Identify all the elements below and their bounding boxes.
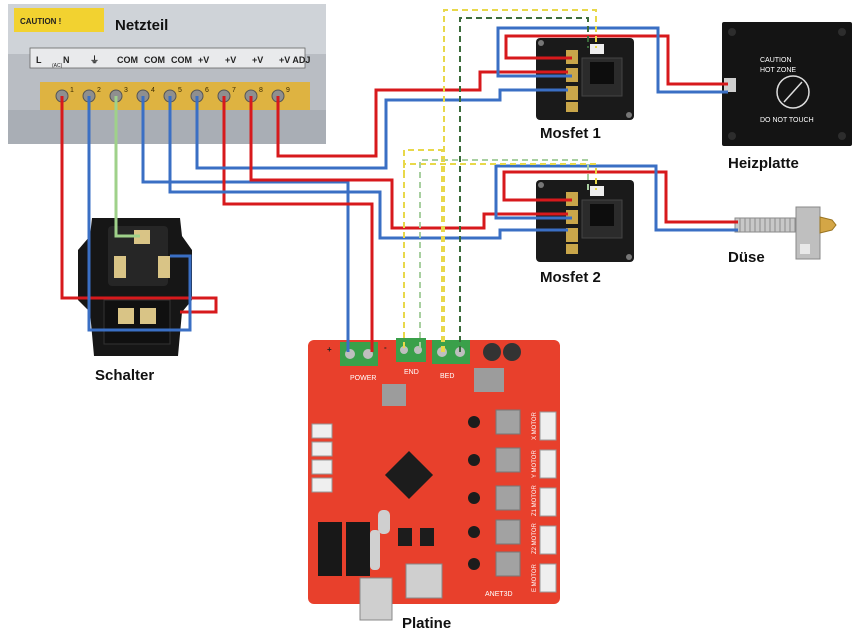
- stepper-driver-heatsink: [495, 551, 521, 577]
- board-bed-label: BED: [440, 373, 454, 380]
- board-brand: ANET3D: [485, 591, 513, 598]
- wire-mosfet1-minus: [195, 88, 568, 170]
- label-schalter: Schalter: [95, 367, 154, 384]
- board-motor-label: Y MOTOR: [532, 450, 538, 478]
- psu-terminal-label: +V ADJ: [279, 55, 310, 65]
- label-mosfet-1: Mosfet 1: [540, 125, 601, 142]
- board-motor-label: Z1 MOTOR: [532, 484, 538, 516]
- heatbed-do-not-touch: DO NOT TOUCH: [760, 117, 814, 124]
- stepper-driver-heatsink: [495, 485, 521, 511]
- psu-ac-mark: (AC): [52, 63, 63, 69]
- wire-mosfet2-plus: [249, 96, 568, 230]
- label-netzteil: Netzteil: [115, 17, 168, 34]
- psu-pin-number: 9: [286, 87, 290, 94]
- heatbed: CAUTION HOT ZONE DO NOT TOUCH: [722, 22, 852, 146]
- wire-mosfet2-minus: [168, 96, 568, 240]
- board-motor-connector: [539, 525, 557, 555]
- board-motor-connector: [539, 411, 557, 441]
- label-duese: Düse: [728, 249, 765, 266]
- board-motor-connector: [539, 563, 557, 593]
- board-plus-mark: +: [327, 345, 332, 354]
- psu-pin-number: 5: [178, 87, 182, 94]
- wire-mosfet1-plus: [276, 70, 568, 158]
- wire-heatbed-minus: [496, 26, 728, 94]
- board-endstop-connector: [311, 423, 333, 439]
- board-endstop-connector: [311, 477, 333, 493]
- mosfet-1: [536, 38, 634, 120]
- stepper-driver-heatsink: [495, 409, 521, 435]
- stepper-driver-heatsink: [495, 447, 521, 473]
- controller-board: POWER END BED + - X MOTOR Y MOTOR Z1 MOTOR…: [308, 338, 560, 621]
- wire-mains-earth: [114, 96, 140, 238]
- psu-pin-number: 8: [259, 87, 263, 94]
- psu-terminal-label: COM: [117, 55, 138, 65]
- board-end-label: END: [404, 369, 419, 376]
- wire-nozzle-minus: [494, 164, 738, 232]
- psu-caution-text: CAUTION !: [20, 17, 61, 26]
- psu-terminal-labels: L N ⏚ COM COM COM +V +V +V +V ADJ (AC): [36, 55, 310, 69]
- wire-mains-neutral: [87, 96, 192, 332]
- label-mosfet-2: Mosfet 2: [540, 269, 601, 286]
- wire-signal-end-yellow: [403, 149, 443, 352]
- heatbed-caution: CAUTION: [760, 57, 792, 64]
- mosfet-2: [536, 180, 634, 262]
- wire-mains-live: [60, 96, 218, 314]
- board-motor-label: E MOTOR: [532, 563, 538, 592]
- board-motor-connector: [539, 449, 557, 479]
- psu-pin-number: 2: [97, 87, 101, 94]
- psu-terminal-label: COM: [171, 55, 192, 65]
- psu-pin-number: 3: [124, 87, 128, 94]
- label-heizplatte: Heizplatte: [728, 155, 799, 172]
- board-motor-label: Z2 MOTOR: [532, 522, 538, 554]
- board-power-label: POWER: [350, 375, 376, 382]
- psu-terminal-label: N: [63, 55, 70, 65]
- board-motor-label: X MOTOR: [532, 411, 538, 440]
- psu-terminal-label: +V: [252, 55, 263, 65]
- psu-pin-number: 7: [232, 87, 236, 94]
- wire-signal-mosfet2-yellow: [403, 163, 597, 348]
- wire-nozzle-plus: [502, 170, 738, 224]
- nozzle: [734, 206, 837, 260]
- psu-pin-number: 4: [151, 87, 155, 94]
- wires: [60, 9, 738, 352]
- power-switch: [78, 218, 192, 356]
- board-endstop-connector: [311, 441, 333, 457]
- psu-terminal-label: +V: [225, 55, 236, 65]
- psu-terminal-label: COM: [144, 55, 165, 65]
- wire-board-power-minus: [141, 96, 350, 352]
- psu-terminal-label: +V: [198, 55, 209, 65]
- board-minus-mark: -: [384, 343, 387, 352]
- stepper-driver-heatsink: [495, 519, 521, 545]
- psu-pin-number: 1: [70, 87, 74, 94]
- wire-signal-mosfet1-yellow: [443, 9, 597, 352]
- heatbed-hot-zone: HOT ZONE: [760, 67, 796, 74]
- board-motor-connector: [539, 487, 557, 517]
- psu-terminal-label: L: [36, 55, 42, 65]
- wire-signal-mosfet2-green: [419, 159, 589, 348]
- label-platine: Platine: [402, 615, 451, 632]
- psu-terminal-label: ⏚: [90, 55, 99, 65]
- psu-pin-number: 6: [205, 87, 209, 94]
- wire-board-power-plus: [222, 96, 374, 352]
- board-endstop-connector: [311, 459, 333, 475]
